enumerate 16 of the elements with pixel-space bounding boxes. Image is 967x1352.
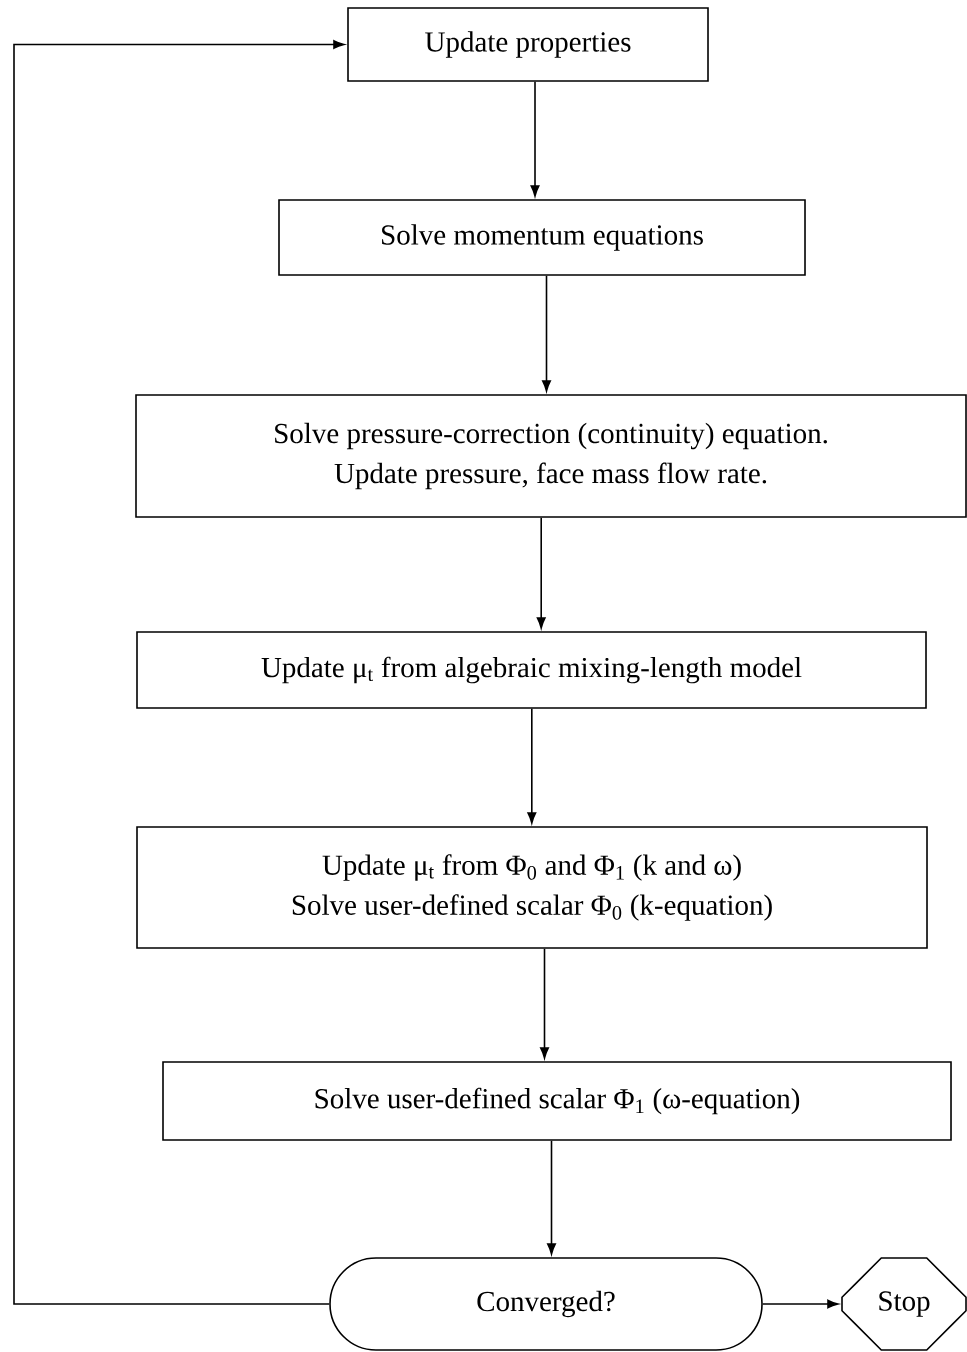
arrow	[540, 948, 549, 1059]
process-box: Solve user-defined scalar Φ$_{1}$ (ω-equation)	[162, 1061, 952, 1141]
process-box: Update μ$_{t}$ from Φ$_{0}$ and Φ$_{1}$ (k and ω) Solve user-defined scalar Φ$_{0}$ (k-equation)	[136, 826, 928, 949]
arrow	[762, 1299, 839, 1309]
arrow	[530, 81, 540, 197]
arrow	[547, 1140, 556, 1255]
process-box: Update properties	[347, 7, 709, 82]
stop-hexagon: Stop	[841, 1257, 967, 1351]
arrow	[542, 275, 551, 392]
process-box: Solve pressure-correction (continuity) equation. Update pressure, face mass flow rate.	[135, 394, 967, 518]
arrow	[527, 708, 537, 824]
arrow	[13, 40, 345, 1305]
process-box: Solve momentum equations	[278, 199, 806, 276]
process-box: Update μ$_{t}$ from algebraic mixing-length model	[136, 631, 927, 709]
arrow	[536, 517, 546, 629]
decision-terminal: Converged?	[329, 1257, 763, 1351]
